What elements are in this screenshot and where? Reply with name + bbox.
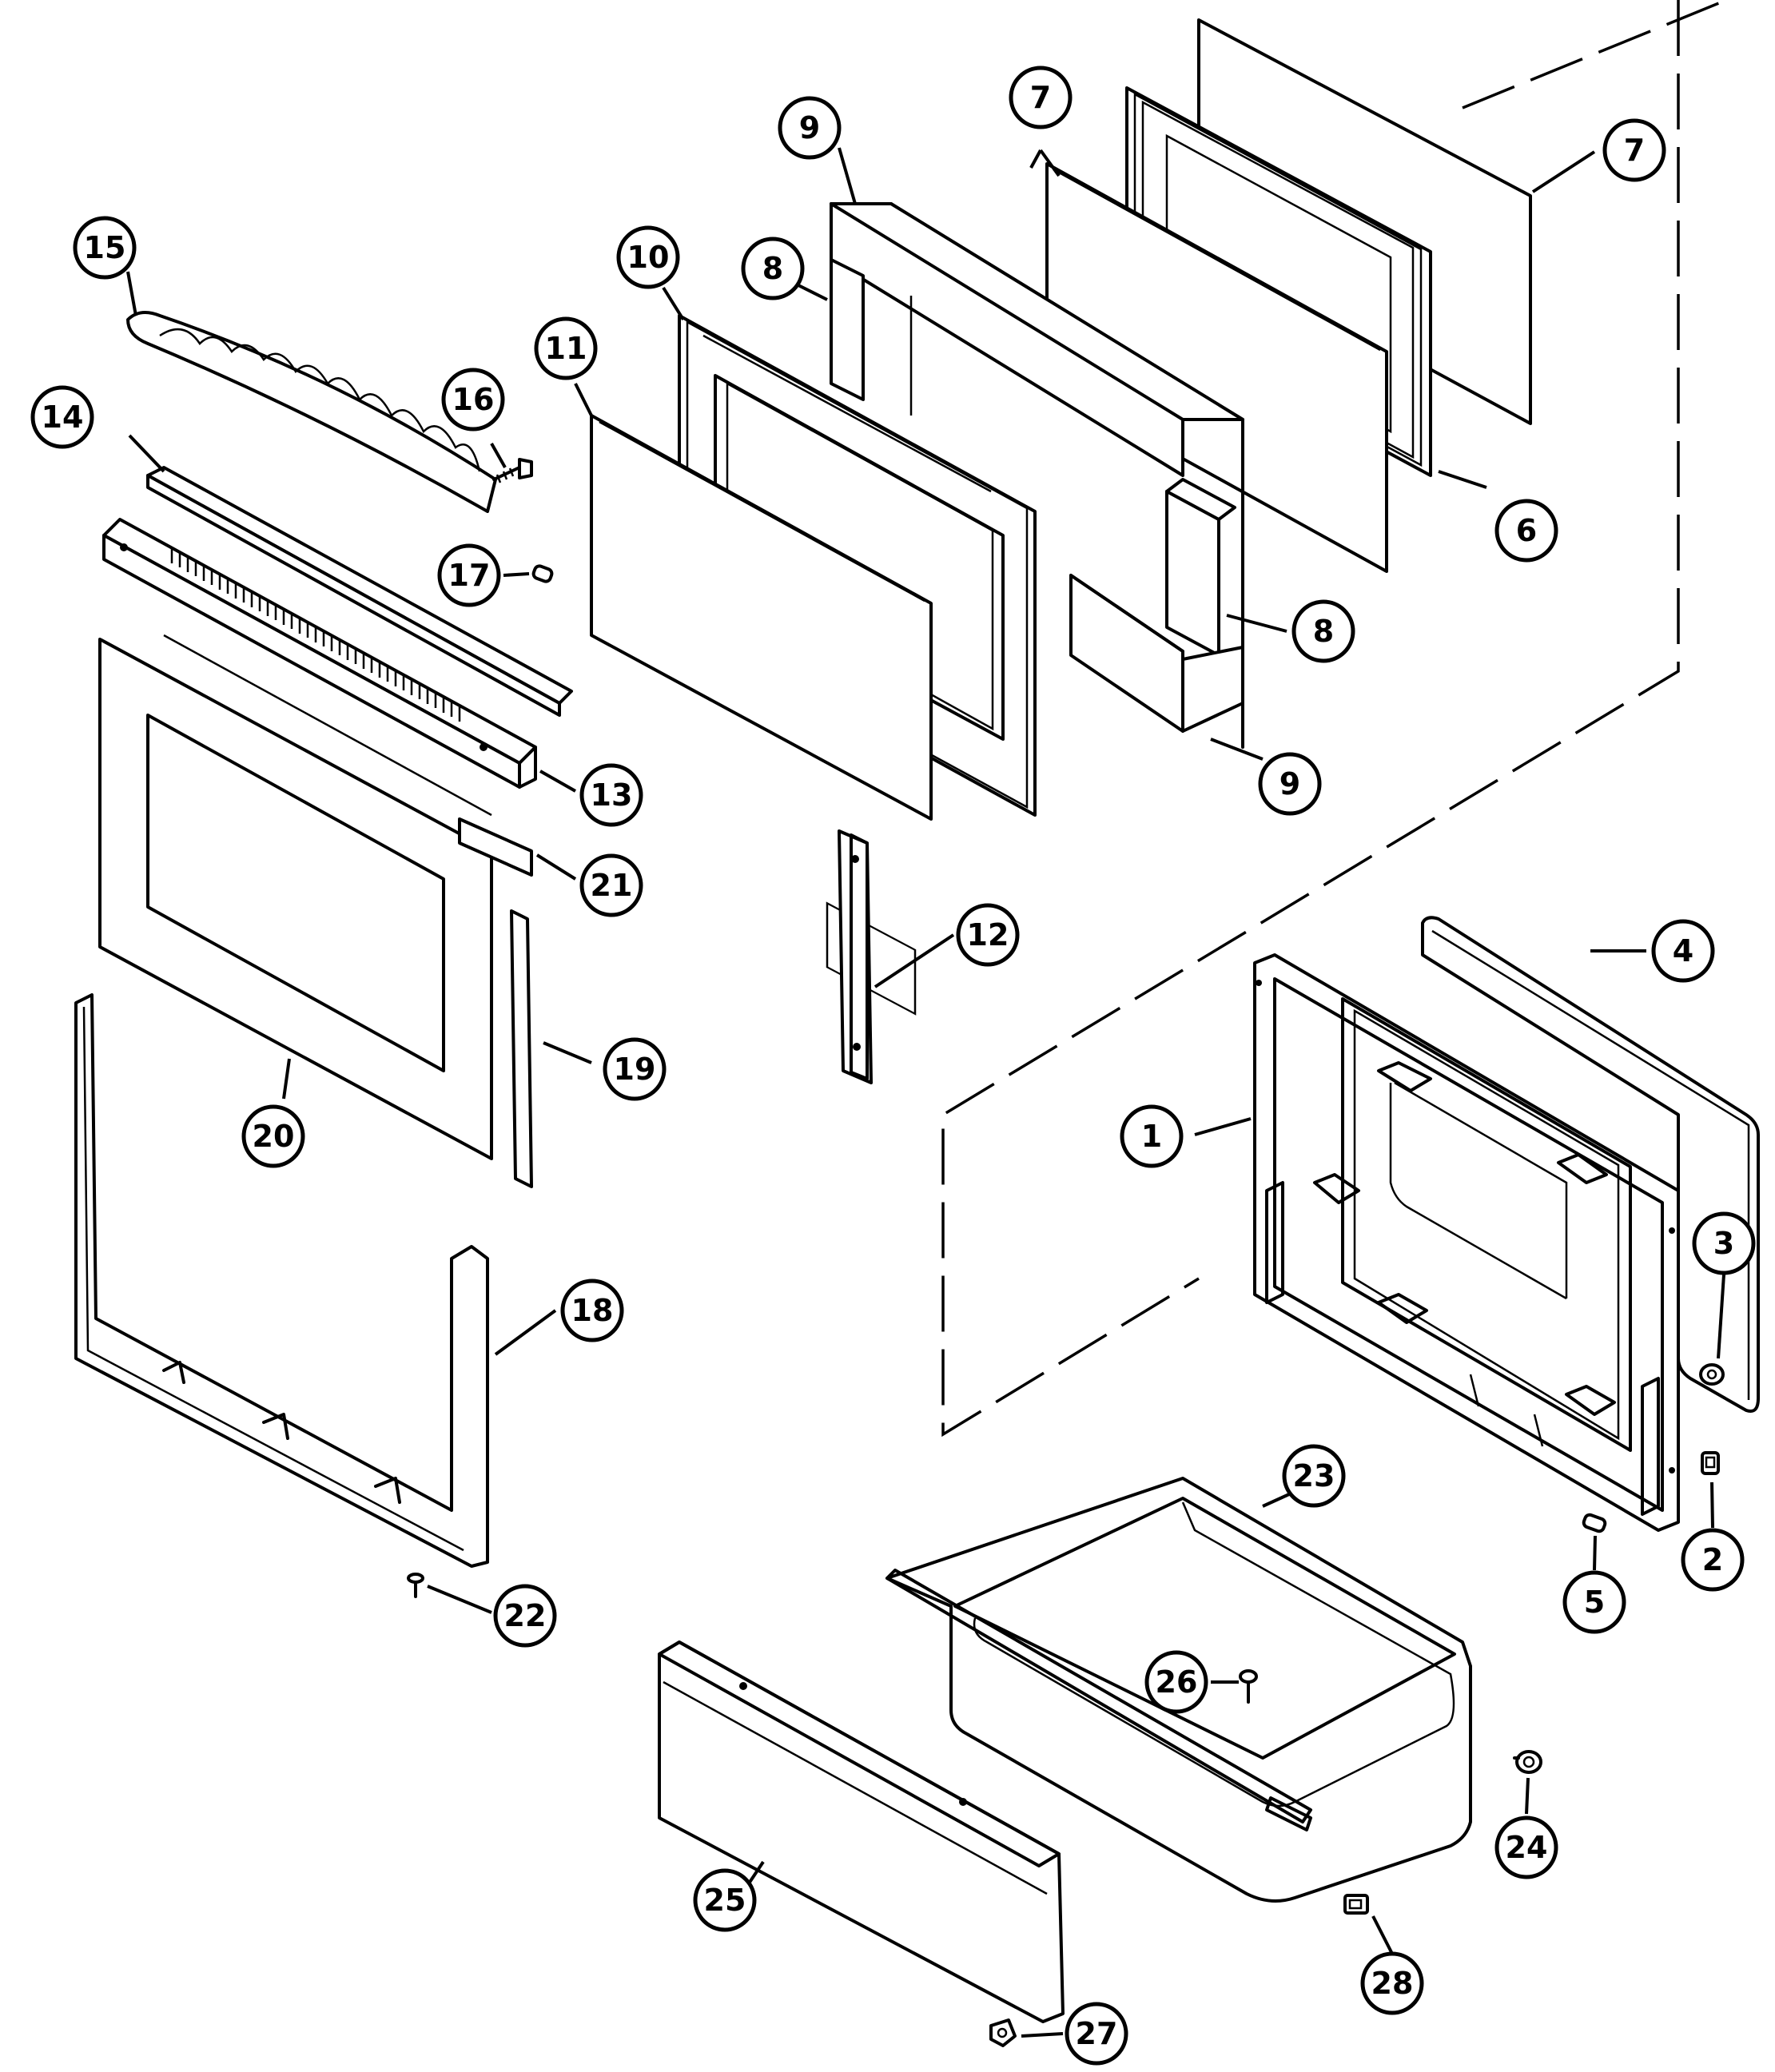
callout-label: 15 <box>84 230 126 265</box>
callout-label: 21 <box>591 868 633 903</box>
callout-10[interactable]: 10 <box>616 225 680 289</box>
part-door-handle[interactable] <box>126 311 497 513</box>
part-door-clip[interactable] <box>1701 1451 1720 1475</box>
callout-label: 3 <box>1713 1226 1734 1261</box>
callout-28[interactable]: 28 <box>1360 1951 1424 2015</box>
callout-label: 28 <box>1371 1966 1414 2001</box>
assembly-boundary-dashes <box>941 0 1731 1438</box>
part-vent-panel[interactable] <box>102 518 537 789</box>
callout-25[interactable]: 25 <box>693 1868 757 1932</box>
callout-27[interactable]: 27 <box>1065 2002 1128 2066</box>
callout-24[interactable]: 24 <box>1494 1815 1558 1879</box>
callout-label: 9 <box>1280 766 1300 801</box>
leader-lines <box>126 147 1725 2038</box>
callout-label: 27 <box>1076 2016 1118 2051</box>
callout-label: 26 <box>1156 1664 1198 1700</box>
callout-label: 4 <box>1673 933 1693 968</box>
callout-label: 8 <box>762 251 783 286</box>
callout-label: 16 <box>452 382 495 417</box>
callout-label: 7 <box>1030 80 1051 115</box>
part-vent-trim[interactable] <box>146 466 573 717</box>
part-drawer-bumper[interactable] <box>989 2018 1017 2047</box>
callout-8a[interactable]: 8 <box>741 237 805 300</box>
callout-label: 7 <box>1624 133 1645 168</box>
callout-label: 18 <box>571 1293 614 1328</box>
callout-label: 6 <box>1516 513 1537 548</box>
callout-18[interactable]: 18 <box>560 1279 624 1342</box>
callout-20[interactable]: 20 <box>241 1104 305 1168</box>
callout-8b[interactable]: 8 <box>1291 599 1355 663</box>
part-outer-door-panel[interactable] <box>98 634 493 1160</box>
callout-26[interactable]: 26 <box>1144 1650 1208 1714</box>
callout-label: 19 <box>614 1052 656 1087</box>
callout-7b[interactable]: 7 <box>1602 118 1666 182</box>
part-screw[interactable] <box>492 458 533 483</box>
callout-label: 17 <box>448 558 491 593</box>
callout-23[interactable]: 23 <box>1282 1444 1346 1508</box>
part-door-frame[interactable] <box>74 993 489 1568</box>
part-bumper[interactable] <box>1699 1363 1725 1386</box>
callout-label: 2 <box>1702 1542 1723 1577</box>
callout-label: 24 <box>1506 1830 1548 1865</box>
callout-12[interactable]: 12 <box>956 903 1020 967</box>
callout-7a[interactable]: 7 <box>1009 66 1073 129</box>
part-insulation-box[interactable] <box>830 202 1244 749</box>
callout-9a[interactable]: 9 <box>778 96 842 160</box>
callout-15[interactable]: 15 <box>73 216 137 280</box>
callout-label: 1 <box>1141 1119 1162 1154</box>
callouts: 7 7 9 8 10 11 15 16 <box>30 66 1756 2066</box>
callout-label: 12 <box>967 917 1009 952</box>
callout-label: 23 <box>1293 1458 1335 1493</box>
part-door-gasket[interactable] <box>1421 916 1760 1413</box>
part-drawer-front[interactable] <box>658 1640 1065 2023</box>
callout-3[interactable]: 3 <box>1692 1211 1756 1275</box>
part-door-glass[interactable] <box>590 414 933 821</box>
callout-17[interactable]: 17 <box>437 543 501 607</box>
callout-label: 10 <box>627 240 670 275</box>
callout-21[interactable]: 21 <box>579 853 643 917</box>
callout-label: 14 <box>42 400 84 435</box>
part-oven-door-frame[interactable] <box>1253 953 1680 1532</box>
callout-5[interactable]: 5 <box>1562 1570 1626 1634</box>
part-drawer-roller[interactable] <box>1343 1894 1369 1915</box>
callout-22[interactable]: 22 <box>493 1584 557 1648</box>
part-side-trim[interactable] <box>510 909 533 1188</box>
part-clip[interactable] <box>531 564 554 583</box>
callout-label: 8 <box>1313 614 1334 649</box>
callout-9b[interactable]: 9 <box>1258 752 1322 816</box>
part-drawer-glide[interactable] <box>1513 1750 1542 1774</box>
callout-4[interactable]: 4 <box>1651 919 1715 983</box>
callout-label: 11 <box>545 331 587 366</box>
part-hinge-channel[interactable] <box>838 829 873 1084</box>
callout-label: 5 <box>1584 1585 1605 1620</box>
callout-2[interactable]: 2 <box>1681 1528 1745 1592</box>
part-frame-screw[interactable] <box>407 1573 424 1598</box>
part-foam-strip[interactable] <box>458 817 533 877</box>
callout-6[interactable]: 6 <box>1494 499 1558 563</box>
callout-19[interactable]: 19 <box>603 1037 667 1101</box>
callout-label: 9 <box>799 110 820 145</box>
part-spacer[interactable] <box>1582 1513 1607 1533</box>
callout-13[interactable]: 13 <box>579 763 643 827</box>
callout-label: 13 <box>591 777 633 813</box>
callout-16[interactable]: 16 <box>441 368 505 432</box>
part-pan-screw[interactable] <box>1239 1669 1258 1704</box>
callout-label: 20 <box>253 1119 295 1154</box>
callout-label: 22 <box>504 1598 547 1633</box>
callout-1[interactable]: 1 <box>1120 1104 1184 1168</box>
callout-label: 25 <box>704 1883 746 1918</box>
callout-11[interactable]: 11 <box>534 316 598 380</box>
callout-14[interactable]: 14 <box>30 385 94 449</box>
